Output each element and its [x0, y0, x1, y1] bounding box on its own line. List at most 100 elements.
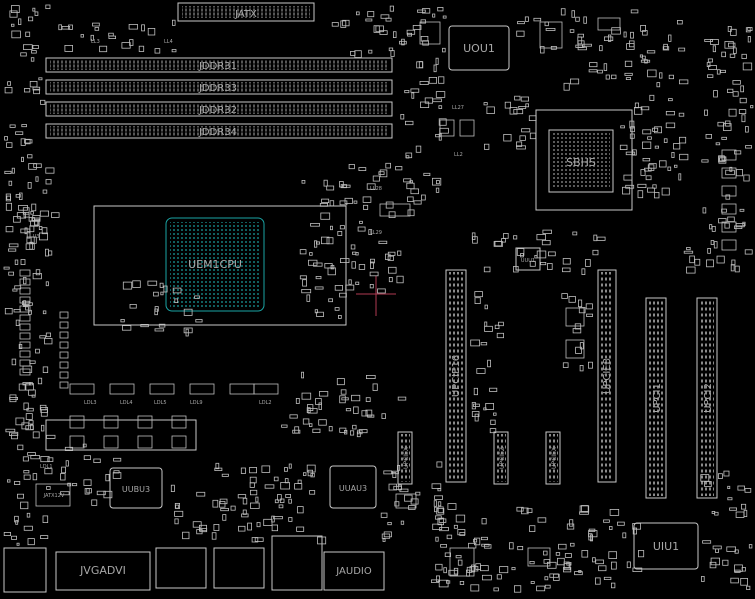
- component-pad: [520, 252, 524, 258]
- component-pad: [678, 173, 682, 181]
- component-pad: [704, 109, 708, 116]
- component-pad: [734, 265, 740, 273]
- component-pad: [9, 10, 18, 18]
- component-pad: [521, 507, 529, 515]
- component-pad: [345, 408, 352, 412]
- component-pad: [407, 32, 413, 37]
- component-pad: [514, 95, 521, 101]
- component-pad: [654, 191, 660, 199]
- component-pad: [388, 211, 396, 219]
- component-pad: [328, 426, 333, 432]
- component-pad: [399, 488, 409, 493]
- component-pad: [611, 74, 617, 80]
- component-pad: [72, 483, 78, 487]
- component-pad: [475, 563, 481, 571]
- component-pad: [711, 225, 716, 232]
- component-pad: [481, 518, 487, 525]
- component-pad: [629, 120, 635, 129]
- uuau3-label: UUAU3: [339, 484, 367, 493]
- component-pad: [400, 520, 405, 525]
- component-pad: [341, 397, 349, 401]
- cpu-socket: [93, 205, 347, 326]
- component-pad: [471, 232, 476, 240]
- component-pad: [4, 136, 8, 141]
- component-pad: [154, 306, 159, 312]
- component-pad: [575, 346, 582, 354]
- component-pad: [489, 387, 498, 392]
- component-pad: [588, 361, 593, 369]
- component-pad: [30, 424, 34, 430]
- component-pad: [399, 40, 407, 45]
- component-pad: [351, 261, 356, 269]
- component-pad: [7, 479, 11, 483]
- component-pad: [435, 536, 439, 542]
- component-pad: [487, 359, 492, 368]
- component-pad: [4, 87, 13, 94]
- component-pad: [318, 391, 329, 397]
- component-pad: [42, 310, 47, 315]
- component-pad: [26, 236, 35, 244]
- component-pad: [25, 306, 29, 311]
- uuu1-chip: [515, 247, 541, 271]
- component-pad: [736, 169, 744, 177]
- component-pad: [437, 501, 442, 507]
- component-pad: [474, 413, 479, 422]
- component-pad: [483, 102, 488, 106]
- component-pad: [537, 517, 547, 523]
- component-pad: [730, 577, 739, 584]
- component-pad: [611, 582, 616, 589]
- component-pad: [470, 339, 481, 347]
- component-pad: [344, 197, 353, 204]
- pci2-slot: [696, 297, 718, 499]
- component-pad: [19, 323, 31, 331]
- dimm-slot-4: [45, 123, 393, 139]
- component-pad: [439, 127, 449, 134]
- component-pad: [513, 265, 519, 273]
- component-pad: [619, 144, 628, 150]
- uubu3-chip: [109, 467, 163, 509]
- component-pad: [28, 163, 37, 170]
- component-pad: [440, 544, 448, 548]
- component-pad: [632, 523, 642, 530]
- component-pad: [517, 546, 524, 551]
- component-pad: [15, 131, 24, 135]
- component-pad: [565, 339, 585, 359]
- component-pad: [625, 151, 636, 156]
- component-pad: [489, 428, 497, 434]
- component-pad: [707, 247, 711, 254]
- component-pad: [438, 105, 443, 109]
- component-pad: [536, 585, 546, 592]
- component-pad: [721, 239, 737, 251]
- component-pad: [329, 225, 333, 231]
- component-pad: [192, 521, 202, 528]
- component-pad: [230, 505, 236, 511]
- component-pad: [581, 268, 586, 275]
- component-pad: [748, 544, 753, 549]
- component-pad: [645, 175, 652, 181]
- component-pad: [632, 527, 638, 535]
- component-pad: [8, 271, 14, 276]
- component-pad: [301, 288, 312, 294]
- component-pad: [19, 332, 31, 340]
- component-pad: [17, 444, 24, 451]
- component-pad: [744, 488, 752, 493]
- component-pad: [624, 60, 633, 67]
- component-pad: [122, 281, 133, 290]
- component-pad: [420, 101, 430, 108]
- component-pad: [431, 483, 442, 489]
- component-pad: [241, 513, 249, 518]
- component-pad: [362, 196, 372, 203]
- ldl9-label: LDL9: [190, 400, 203, 406]
- component-pad: [593, 234, 598, 242]
- component-pad: [572, 231, 578, 236]
- component-pad: [536, 250, 547, 259]
- component-pad: [609, 508, 620, 516]
- component-pad: [264, 484, 275, 489]
- component-pad: [525, 103, 529, 108]
- component-pad: [410, 88, 420, 93]
- component-pad: [728, 108, 737, 117]
- ll28-label: LL28: [370, 186, 382, 192]
- component-pad: [35, 483, 71, 507]
- component-pad: [271, 515, 275, 523]
- component-pad: [59, 331, 69, 339]
